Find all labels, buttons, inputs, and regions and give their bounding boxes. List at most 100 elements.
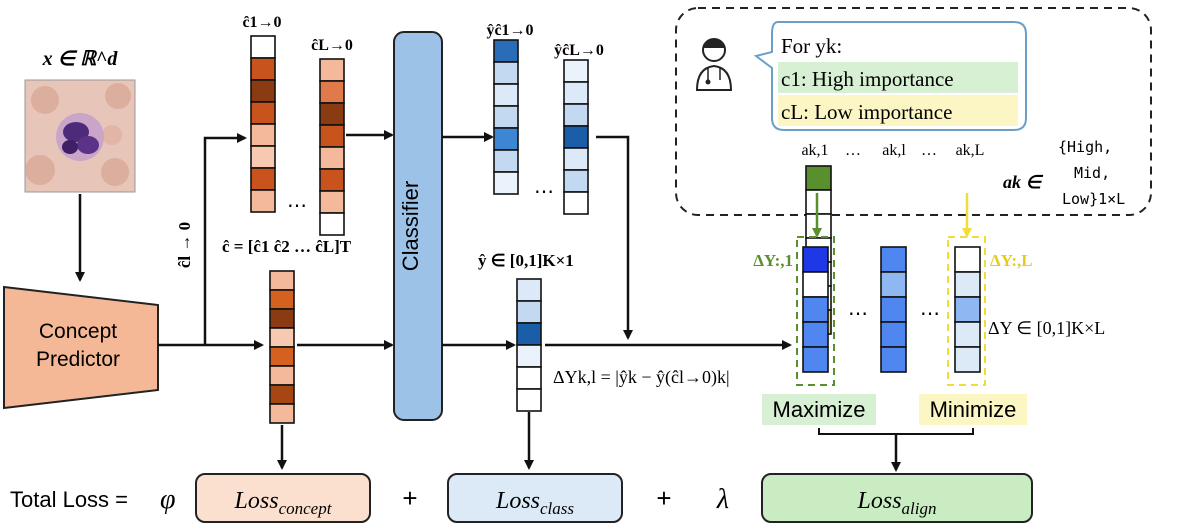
prediction-c1-zero-cell [493,39,519,63]
delta-ellipsis-1: ⋯ [848,303,868,325]
prediction-cL-zero-cell [563,191,589,215]
prediction-c1-zero-cell [493,105,519,129]
delta-col-L-cell [954,271,981,298]
delta-col-L-cell [954,296,981,323]
min-column-highlight [947,236,986,386]
concept-c1-zero-cell [250,57,276,81]
concept-c1-zero-cell [250,101,276,125]
concept-c1-zero-cell [250,79,276,103]
delta-column-L [954,246,981,373]
delta-formula: ΔYk,l = |ŷk − ŷ(ĉl→0)k| [553,367,730,388]
loss-class-text: Lossclass [495,488,574,518]
a-label-ellipsis-1: … [845,142,861,159]
input-label: x ∈ ℝ^d [42,48,119,70]
prediction-vector [516,278,542,412]
delta-col-1-cell [802,346,829,373]
concept-vector-label: ĉ = [ĉ1 ĉ2 … ĉL]T [222,237,352,256]
speech-line-low: cL: Low importance [781,100,952,124]
lambda-symbol: λ [716,484,729,515]
prediction-ellipsis: ⋯ [534,181,554,203]
concept-c1-zero-cell [250,145,276,169]
concept-cL-zero-cell [319,212,345,236]
delta-column-1 [802,246,829,373]
minimize-label: Minimize [930,397,1017,422]
total-loss-label: Total Loss = [10,487,128,512]
maximize-highlight [762,394,876,425]
a-set-line2: Mid, [1074,164,1110,182]
delta-matrix-label: ΔY ∈ [0,1]K×L [988,318,1105,338]
concept-cell [269,289,295,310]
predictor-label-line1: Concept [39,320,117,343]
concept-cell [269,346,295,367]
y-label: ŷ ∈ [0,1]K×1 [478,251,574,270]
prediction-cL-zero-cell [563,147,589,171]
a-set-line1: {High, [1058,138,1112,156]
delta-last-label: ΔY:,L [990,251,1033,270]
concept-c1-zero-cell [250,35,276,59]
predictor-label-line2: Predictor [36,348,120,371]
concept-c1-zero-cell [250,167,276,191]
concept-c1-zero-cell [250,189,276,213]
concept-cL-zero-cell [319,190,345,214]
a-label-1: ak,1 [801,142,828,159]
delta-col-l-cell [880,271,907,298]
concept-cL-zero-cell [319,58,345,82]
concept-cell [269,403,295,424]
prediction-cell [516,388,542,412]
a-vector-label: ak ∈ [1003,172,1044,192]
classifier-label: Classifier [398,181,423,271]
maximize-label: Maximize [773,397,866,422]
speech-line-high: c1: High importance [781,67,954,91]
plus-1: + [402,483,417,513]
prediction-c1-zero-cell [493,127,519,151]
delta-col-1-cell [802,321,829,348]
delta-col-1-cell [802,296,829,323]
y-cL-zero-label: ŷĉL→0 [554,42,604,59]
concept-cL-zero-cell [319,146,345,170]
y-c1-zero-label: ŷĉ1→0 [486,22,533,39]
loss-class-box [447,473,623,523]
delta-col-1-cell [802,246,829,273]
doctor-icon [695,38,733,91]
arrow-top-predictions-down [596,135,633,340]
c1-zero-label: ĉ1→0 [242,14,281,31]
input-image [24,79,136,193]
concept-cL-zero-cell [319,102,345,126]
expert-annotation-box [675,7,1152,216]
loss-align-box [761,473,1033,523]
low-importance-highlight [778,95,1018,126]
speech-title: For yk: [781,34,842,58]
concept-c1-zero-cell [250,123,276,147]
delta-first-label: ΔY:,1 [753,251,793,270]
phi-symbol: φ [160,484,176,515]
concept-vector [269,270,295,424]
prediction-cell [516,300,542,324]
plus-2: + [656,483,671,513]
concept-cell [269,308,295,329]
concept-predictor-block [3,285,159,410]
delta-col-L-cell [954,346,981,373]
concept-ellipsis: ⋯ [287,195,307,217]
annotation-cell [805,165,832,191]
concept-cell [269,327,295,348]
minimize-highlight [919,394,1027,425]
intervention-label: ĉl → 0 [175,222,194,268]
loss-align-text: Lossalign [857,488,937,518]
delta-col-L-cell [954,321,981,348]
concept-cL-zero-cell [319,168,345,192]
delta-col-l-cell [880,321,907,348]
a-label-l: ak,l [882,142,906,159]
prediction-cL-zero-cell [563,169,589,193]
delta-col-l-cell [880,246,907,273]
a-set-line3: Low}1×L [1062,190,1125,208]
prediction-c1-zero-cell [493,171,519,195]
prediction-cL-zero-cell [563,103,589,127]
delta-col-l-cell [880,296,907,323]
concept-vector-cL-zero [319,58,345,236]
prediction-c1-zero-cell [493,83,519,107]
prediction-vector-cL-zero [563,59,589,215]
a-label-ellipsis-2: … [921,142,937,159]
delta-col-l-cell [880,346,907,373]
prediction-cell [516,278,542,302]
concept-cL-zero-cell [319,124,345,148]
